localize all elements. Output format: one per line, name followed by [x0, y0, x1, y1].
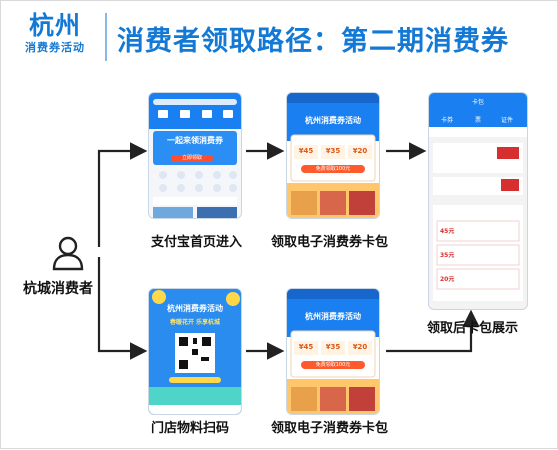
wallet-tab-3[interactable]: 证件 — [501, 117, 514, 124]
brand-subtitle: 消费券活动 — [25, 41, 85, 54]
brand-logo: 杭州 消费券活动 — [9, 11, 101, 55]
poster-title: 杭州消费券活动 — [167, 304, 223, 313]
wallet-header: 卡包 — [471, 99, 484, 106]
step-caption-claim-bottom: 领取电子消费券卡包 — [271, 421, 389, 436]
arrow-claim-to-wallet-lower — [386, 309, 480, 353]
coupon-amount-2-bottom: ¥35 — [325, 343, 341, 351]
poster-slogan: 春暖花开 乐享杭城 — [169, 319, 221, 326]
free-claim-button-bottom[interactable]: 免费领取100元 — [315, 362, 351, 368]
wallet-coupon-1: 45元 — [440, 228, 455, 235]
person-icon — [51, 235, 85, 271]
alipay-home-screenshot: 一起来领消费券 立即领取 — [149, 93, 241, 218]
step-caption-store: 门店物料扫码 — [151, 421, 230, 436]
wallet-tab-2[interactable]: 票 — [475, 117, 482, 124]
header-divider — [105, 13, 107, 61]
alipay-banner-text: 一起来领消费券 — [167, 136, 223, 145]
step-caption-wallet: 领取后卡包展示 — [427, 321, 519, 336]
claim-page-screenshot-top: 杭州消费券活动 ¥45 ¥35 ¥20 免费领取100元 — [287, 93, 379, 218]
page-title: 消费者领取路径：第二期消费券 — [117, 26, 509, 57]
campaign-title-bottom: 杭州消费券活动 — [305, 312, 361, 321]
wallet-coupon-2: 35元 — [440, 252, 455, 259]
alipay-claim-button[interactable]: 立即领取 — [181, 155, 202, 161]
arrow-consumer-to-alipay — [97, 142, 148, 247]
coupon-amount-3: ¥20 — [352, 147, 368, 155]
claim-page-screenshot-bottom: 杭州消费券活动 ¥45 ¥35 ¥20 免费领取100元 — [287, 289, 379, 414]
free-claim-button[interactable]: 免费领取100元 — [315, 166, 351, 172]
step-caption-alipay: 支付宝首页进入 — [151, 235, 243, 250]
wallet-screenshot: 卡包 卡券 票 证件 45元 35元 20元 — [429, 93, 527, 309]
arrow-consumer-to-store — [97, 257, 148, 360]
wallet-tab-1[interactable]: 卡券 — [441, 117, 454, 124]
coupon-amount-1: ¥45 — [298, 147, 314, 155]
wallet-coupon-3: 20元 — [440, 276, 455, 283]
campaign-title: 杭州消费券活动 — [305, 116, 361, 125]
consumer-label: 杭城消费者 — [23, 281, 93, 297]
coupon-amount-2: ¥35 — [325, 147, 341, 155]
coupon-amount-3-bottom: ¥20 — [352, 343, 368, 351]
brand-title: 杭州 — [28, 11, 81, 40]
step-caption-claim-top: 领取电子消费券卡包 — [271, 235, 389, 250]
coupon-amount-1-bottom: ¥45 — [298, 343, 314, 351]
store-poster-image: 杭州消费券活动 春暖花开 乐享杭城 — [149, 289, 241, 414]
